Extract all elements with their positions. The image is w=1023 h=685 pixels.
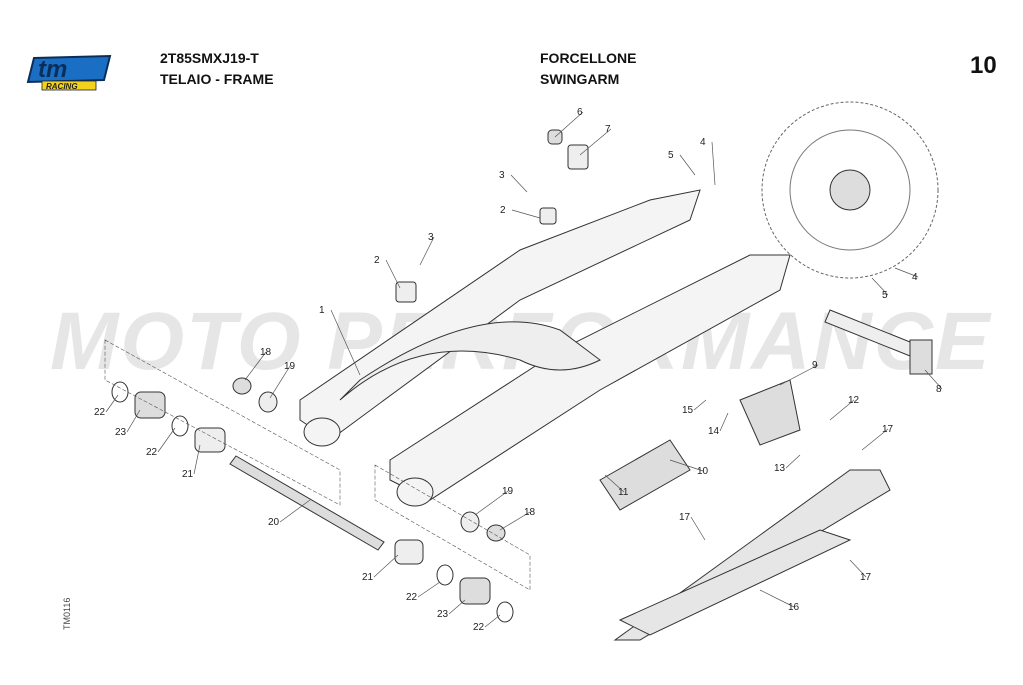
svg-text:tm: tm [38, 56, 67, 83]
callout-leader [474, 490, 509, 516]
callout-leader [105, 394, 119, 413]
tm-racing-logo: tm RACING [26, 50, 116, 97]
callout-leader [719, 412, 729, 432]
callout-leader [511, 209, 541, 219]
callout-part-23: 23 [115, 427, 127, 438]
callout-part-22: 22 [473, 622, 485, 633]
callout-leader [693, 399, 707, 411]
callout-part-22: 22 [406, 592, 418, 603]
callout-leader [871, 277, 889, 296]
callout-leader [894, 267, 919, 278]
callout-leader [861, 428, 889, 451]
callout-part-10: 10 [697, 466, 709, 477]
callout-part-21: 21 [182, 469, 194, 480]
callout-leader [499, 511, 531, 531]
callout-part-5: 5 [882, 290, 888, 301]
callout-leader [849, 559, 867, 578]
sprocket [761, 101, 939, 279]
callout-leader [711, 141, 716, 186]
callout-leader [554, 111, 584, 138]
callout-leader [924, 369, 943, 390]
callout-part-2: 2 [500, 205, 506, 216]
swingarm-right-arm [389, 254, 791, 501]
callout-part-4: 4 [912, 272, 918, 283]
callout-part-18: 18 [524, 507, 536, 518]
callout-part-3: 3 [499, 170, 505, 181]
callout-part-17: 17 [882, 424, 894, 435]
callout-part-6: 6 [577, 107, 583, 118]
callout-part-18: 18 [260, 347, 272, 358]
callout-leader [510, 174, 528, 193]
callout-leader [269, 365, 291, 399]
svg-text:RACING: RACING [46, 82, 78, 91]
callout-leader [330, 309, 361, 376]
callout-part-17: 17 [860, 572, 872, 583]
drawing-code: TM0116 [62, 597, 72, 630]
callout-part-4: 4 [700, 137, 706, 148]
callout-leader [679, 154, 696, 176]
callout-part-3: 3 [428, 232, 434, 243]
callout-leader [829, 399, 855, 421]
callout-leader [484, 614, 501, 628]
page-number: 10 [970, 52, 997, 79]
callout-leader [759, 589, 795, 608]
callout-leader [579, 128, 612, 156]
model-code: 2T85SMXJ19-T [160, 50, 259, 66]
pivot-shaft [229, 455, 385, 551]
callout-part-13: 13 [774, 463, 786, 474]
callout-leader [417, 581, 441, 598]
callout-part-16: 16 [788, 602, 800, 613]
callout-leader [157, 427, 176, 453]
callout-leader [604, 474, 625, 493]
swingarm-left-arm [299, 189, 701, 441]
callout-leader [385, 259, 401, 289]
callout-part-20: 20 [268, 517, 280, 528]
callout-part-11: 11 [618, 487, 629, 498]
callout-part-17: 17 [679, 512, 691, 523]
group-title: TELAIO - FRAME [160, 71, 274, 87]
callout-leader [193, 444, 201, 475]
callout-leader [690, 516, 706, 541]
callout-part-2: 2 [374, 255, 380, 266]
title-italian: FORCELLONE [540, 50, 637, 66]
callout-part-19: 19 [502, 486, 514, 497]
callout-leader [448, 599, 466, 615]
callout-part-9: 9 [812, 360, 818, 371]
callout-leader [373, 554, 399, 578]
callout-leader [785, 454, 801, 469]
callout-part-21: 21 [362, 572, 374, 583]
callout-part-15: 15 [682, 405, 694, 416]
chain-guide [599, 439, 691, 511]
callout-part-7: 7 [605, 124, 611, 135]
callout-leader [419, 236, 435, 266]
callout-leader [779, 364, 819, 386]
callout-part-5: 5 [668, 150, 674, 161]
callout-part-8: 8 [936, 384, 942, 395]
callout-part-14: 14 [708, 426, 720, 437]
callout-part-19: 19 [284, 361, 296, 372]
callout-part-1: 1 [319, 305, 325, 316]
callout-leader [669, 459, 704, 472]
callout-part-23: 23 [437, 609, 449, 620]
callout-part-22: 22 [94, 407, 106, 418]
callout-leader [244, 351, 267, 381]
callout-leader [126, 409, 141, 433]
title-english: SWINGARM [540, 71, 620, 87]
callout-part-22: 22 [146, 447, 158, 458]
callout-leader [279, 499, 311, 523]
callout-part-12: 12 [848, 395, 860, 406]
